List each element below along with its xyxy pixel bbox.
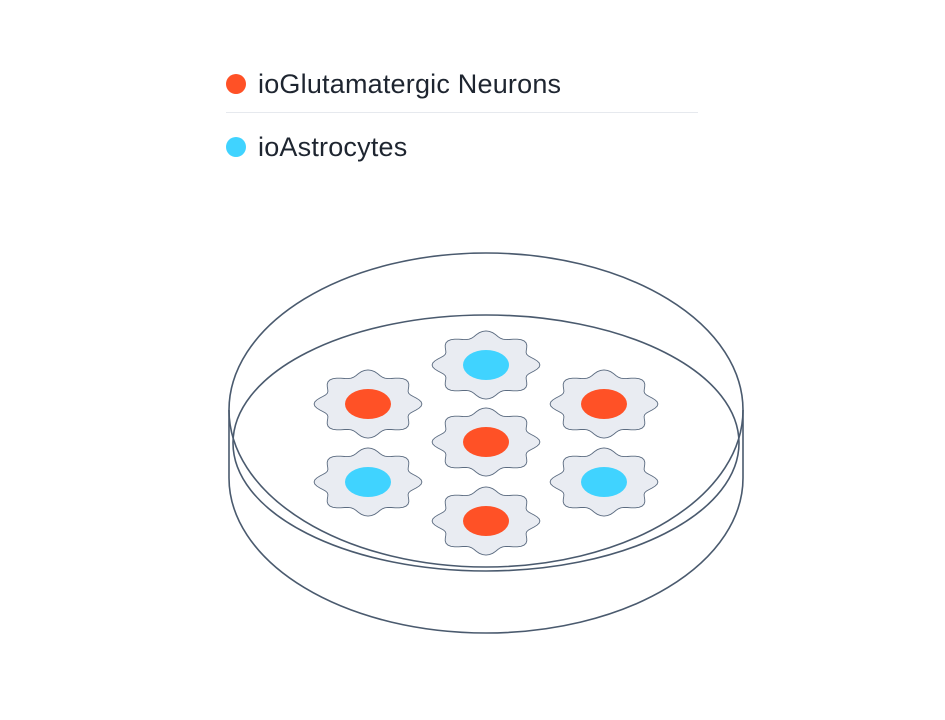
- legend-label-neurons: ioGlutamatergic Neurons: [258, 68, 562, 99]
- astrocyte-nucleus: [463, 350, 509, 380]
- petri-dish-wall: [228, 410, 744, 634]
- astrocyte-cell: [431, 330, 541, 400]
- legend: ioGlutamatergic Neurons ioAstrocytes: [226, 56, 698, 175]
- cells-layer: [313, 330, 659, 556]
- legend-item-astrocytes: ioAstrocytes: [226, 119, 698, 175]
- astrocyte-nucleus: [345, 467, 391, 497]
- neuron-cell: [313, 369, 423, 439]
- legend-item-neurons: ioGlutamatergic Neurons: [226, 56, 698, 113]
- legend-label-astrocytes: ioAstrocytes: [258, 131, 408, 162]
- neuron-nucleus: [463, 506, 509, 536]
- neuron-dot-icon: [226, 74, 246, 94]
- petri-dish: [228, 252, 744, 634]
- astrocyte-cell: [549, 447, 659, 517]
- neuron-cell: [431, 407, 541, 477]
- neuron-cell: [431, 486, 541, 556]
- petri-dish-rim: [228, 252, 744, 568]
- petri-dish-floor: [232, 314, 740, 572]
- neuron-cell: [549, 369, 659, 439]
- astrocyte-dot-icon: [226, 137, 246, 157]
- neuron-nucleus: [345, 389, 391, 419]
- astrocyte-cell: [313, 447, 423, 517]
- neuron-nucleus: [581, 389, 627, 419]
- neuron-nucleus: [463, 427, 509, 457]
- astrocyte-nucleus: [581, 467, 627, 497]
